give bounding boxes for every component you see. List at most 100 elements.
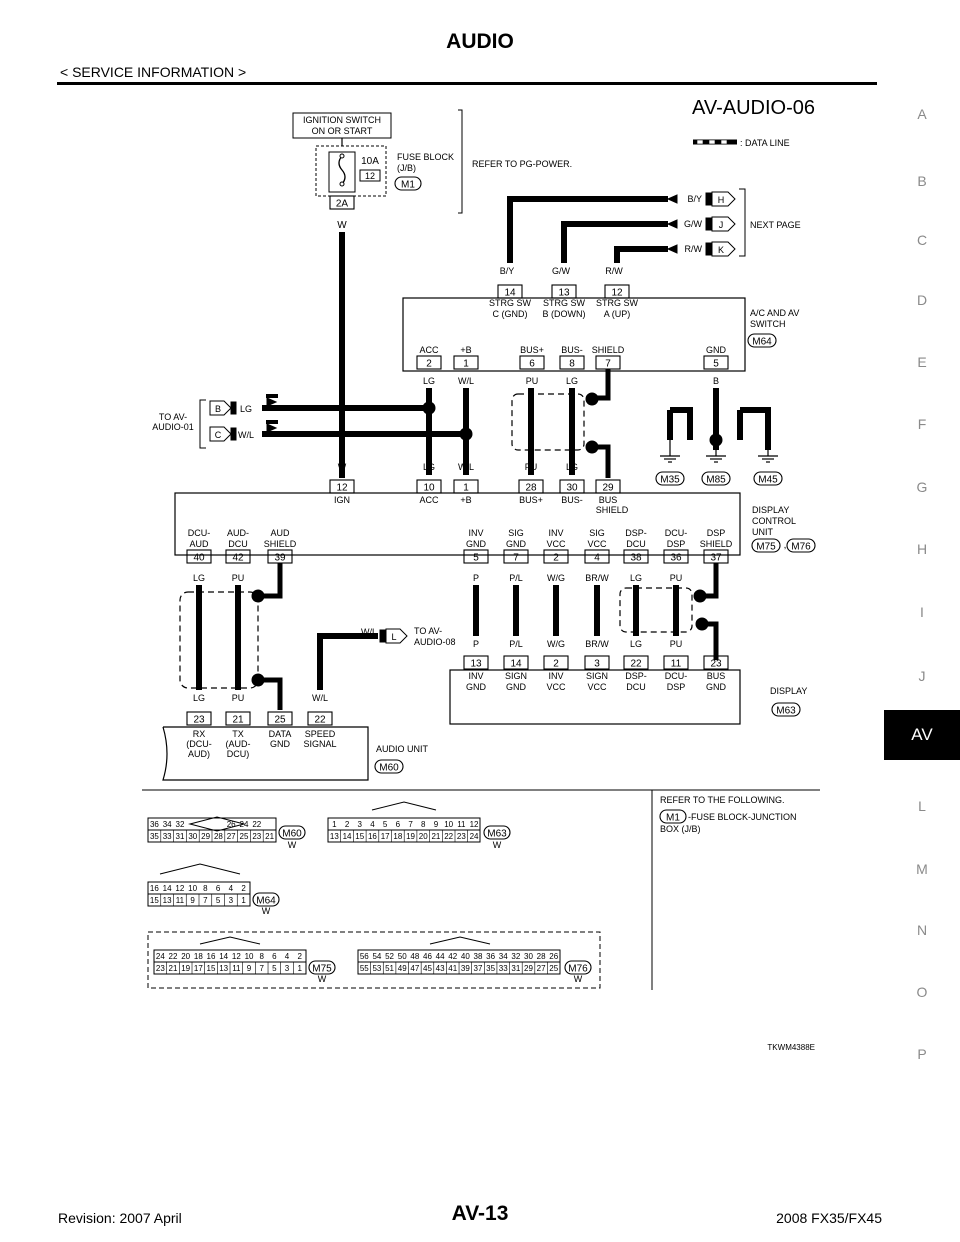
display-pin-6 [703, 655, 729, 670]
m76-view-name-label: M76 [568, 964, 588, 975]
m63-top-9: 10 [444, 820, 453, 829]
av-bottom-pin-2 [519, 355, 545, 370]
side-index-f[interactable]: F [917, 416, 927, 432]
side-index-n[interactable]: N [916, 922, 928, 938]
side-index-c[interactable]: C [916, 232, 928, 248]
dcu-top-color-0: W [338, 462, 347, 472]
to-audio08-label-2: AUDIO-08 [414, 637, 456, 647]
dcu-top-pin-2-number: 1 [463, 483, 469, 494]
side-index-o[interactable]: O [916, 984, 928, 1000]
m60-bottom-7: 25 [240, 832, 249, 841]
m63-bottom-3: 16 [368, 832, 377, 841]
side-index-p[interactable]: P [917, 1046, 927, 1062]
av-switch-name-2: SWITCH [750, 319, 786, 329]
dcu-br-pin-5 [663, 549, 689, 564]
side-index-d[interactable]: D [916, 292, 928, 308]
dcu-connector-2 [786, 538, 816, 553]
to-audio01-cap-0 [230, 401, 237, 415]
audio-label2-2: GND [270, 739, 291, 749]
to-audio01-pin-1 [209, 426, 232, 442]
av-top-label-0: STRG SW [489, 298, 532, 308]
dcu-br-pin-0 [463, 549, 489, 564]
display-pin-1 [503, 655, 529, 670]
display-label-6: BUS [707, 671, 726, 681]
av-top-label-2: STRG SW [596, 298, 639, 308]
av-top-color-0: B/Y [500, 266, 515, 276]
side-index-av[interactable]: AV [884, 710, 960, 760]
side-index-g[interactable]: G [916, 479, 928, 495]
m76-top-3: 50 [398, 952, 407, 961]
ground-wire-color-3: B [737, 420, 743, 430]
side-index-j[interactable]: J [918, 668, 926, 684]
m76-top-15: 26 [549, 952, 558, 961]
side-index-l[interactable]: L [918, 798, 926, 814]
dcu-br-pin-3 [584, 549, 610, 564]
m60-bottom-8: 23 [252, 832, 261, 841]
m76-top-1: 54 [372, 952, 381, 961]
m75-top-3: 18 [194, 952, 203, 961]
model-label: 2008 FX35/FX45 [776, 1210, 882, 1226]
fuse-block-label-2: (J/B) [397, 163, 416, 173]
av-bottom-pin-5-number: 5 [713, 359, 719, 370]
dcu-top-color-2: W/L [458, 462, 474, 472]
side-index-e[interactable]: E [917, 354, 927, 370]
page-number: AV-13 [451, 1202, 509, 1225]
m63-top-6: 7 [408, 820, 413, 829]
to-audio01-arrow-1 [266, 423, 278, 433]
audio-label3-1: DCU) [227, 749, 250, 759]
m75-view-color: W [318, 974, 327, 984]
m76-bottom-15: 25 [549, 964, 558, 973]
side-index-a[interactable]: A [917, 106, 927, 122]
m75-bottom-0: 23 [156, 964, 165, 973]
fuse-block-label: FUSE BLOCK [397, 152, 454, 162]
m75-bottom-3: 17 [194, 964, 203, 973]
m76-bottom-1: 53 [372, 964, 381, 973]
refer-bracket [458, 109, 463, 214]
m63-top-2: 3 [358, 820, 363, 829]
m64-view-name [252, 892, 280, 907]
next-page-pin-label-1: J [719, 220, 724, 230]
m60-bottom-4: 29 [201, 832, 210, 841]
audio-pin-1 [225, 711, 251, 726]
m76-bottom-14: 27 [537, 964, 546, 973]
figure-id: TKWM4388E [767, 1043, 815, 1052]
dcu-top-pin-2 [453, 479, 479, 494]
av-bottom-pin-2-number: 6 [529, 359, 535, 370]
m75-bottom-10: 3 [285, 964, 290, 973]
dcu-br-color-0: P [473, 573, 479, 583]
m76-top-4: 48 [410, 952, 419, 961]
to-audio01-color-1: W/L [238, 430, 254, 440]
av-top-pin-2 [604, 284, 630, 299]
display-label2-3: VCC [587, 682, 607, 692]
m63-top-11: 12 [470, 820, 479, 829]
av-top-color-2: R/W [605, 266, 623, 276]
m64-bottom-7: 1 [241, 896, 246, 905]
to-audio01-bracket [199, 399, 206, 449]
m76-top-8: 40 [461, 952, 470, 961]
m76-top-12: 32 [511, 952, 520, 961]
side-index-b[interactable]: B [917, 173, 927, 189]
fuse-terminal [329, 195, 355, 210]
display-color-3: BR/W [585, 639, 609, 649]
data-line-tick-1 [708, 139, 716, 145]
m75-bottom-1: 21 [169, 964, 178, 973]
m63-bottom-6: 19 [406, 832, 415, 841]
ground-point-2 [753, 471, 783, 486]
ground-point-0-label: M35 [660, 475, 680, 486]
av-bottom-label-4: SHIELD [592, 345, 625, 355]
m60-view-name [278, 825, 306, 840]
side-index-h[interactable]: H [916, 541, 928, 557]
display-color-1: P/L [509, 639, 523, 649]
aud-shield-upper [258, 563, 283, 599]
audio-color-1: PU [232, 693, 245, 703]
m64-top-6: 4 [229, 884, 234, 893]
side-index-m[interactable]: M [916, 861, 928, 877]
side-index-i[interactable]: I [920, 604, 924, 620]
acc-splice [422, 401, 436, 415]
m63-bottom-8: 21 [431, 832, 440, 841]
m60-bottom-9: 21 [265, 832, 274, 841]
audio-unit-name: AUDIO UNIT [376, 744, 429, 754]
to-audio08-cap [379, 629, 386, 643]
m76-bottom-7: 41 [448, 964, 457, 973]
av-bottom-pin-1-number: 1 [463, 359, 469, 370]
